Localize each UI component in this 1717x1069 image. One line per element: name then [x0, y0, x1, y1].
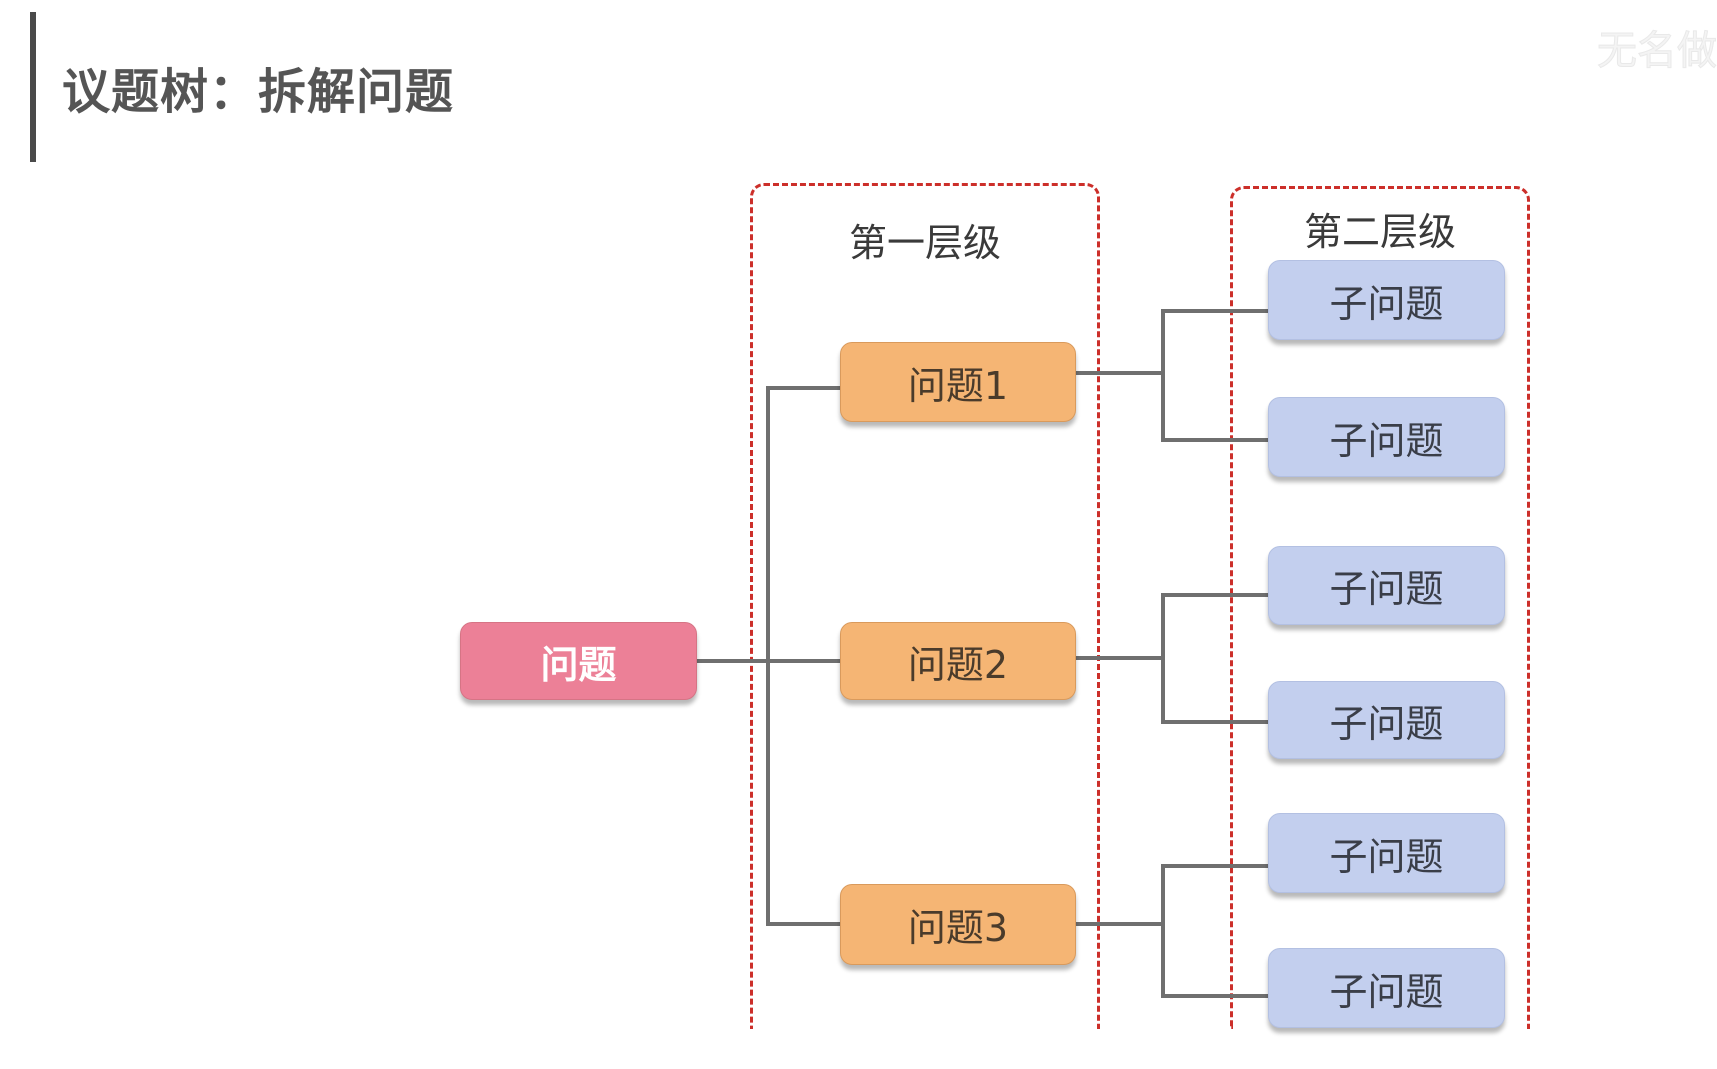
watermark: 无名做	[1597, 28, 1717, 75]
root-node-label: 问题	[540, 642, 617, 687]
level-1-node-label: 问题2	[907, 642, 1009, 687]
level-1-node[interactable]: 问题2	[840, 622, 1076, 700]
level-2-node-label: 子问题	[1329, 281, 1444, 326]
level-2-node-label: 子问题	[1329, 834, 1444, 879]
level-1-node[interactable]: 问题3	[840, 884, 1076, 965]
title-accent-bar	[30, 12, 36, 162]
level-1-node[interactable]: 问题1	[840, 342, 1076, 422]
root-node[interactable]: 问题	[460, 622, 697, 700]
level-2-node-label: 子问题	[1329, 418, 1444, 463]
level-2-node[interactable]: 子问题	[1268, 948, 1505, 1028]
level-2-node[interactable]: 子问题	[1268, 397, 1505, 477]
level-1-label: 第一层级	[848, 221, 1001, 265]
level-1-node-label: 问题3	[907, 906, 1009, 950]
level-2-node-label: 子问题	[1329, 701, 1444, 746]
level-2-node[interactable]: 子问题	[1268, 546, 1505, 625]
level-2-node-label: 子问题	[1329, 969, 1444, 1014]
page-title: 议题树：拆解问题	[62, 64, 455, 120]
level-2-label: 第二层级	[1303, 210, 1456, 254]
level-2-node-label: 子问题	[1329, 567, 1444, 611]
level-2-node[interactable]: 子问题	[1268, 260, 1505, 340]
level-1-node-label: 问题1	[907, 363, 1009, 408]
level-1-group: 第一层级	[750, 183, 1100, 1029]
level-2-node[interactable]: 子问题	[1268, 813, 1505, 893]
level-2-node[interactable]: 子问题	[1268, 681, 1505, 759]
